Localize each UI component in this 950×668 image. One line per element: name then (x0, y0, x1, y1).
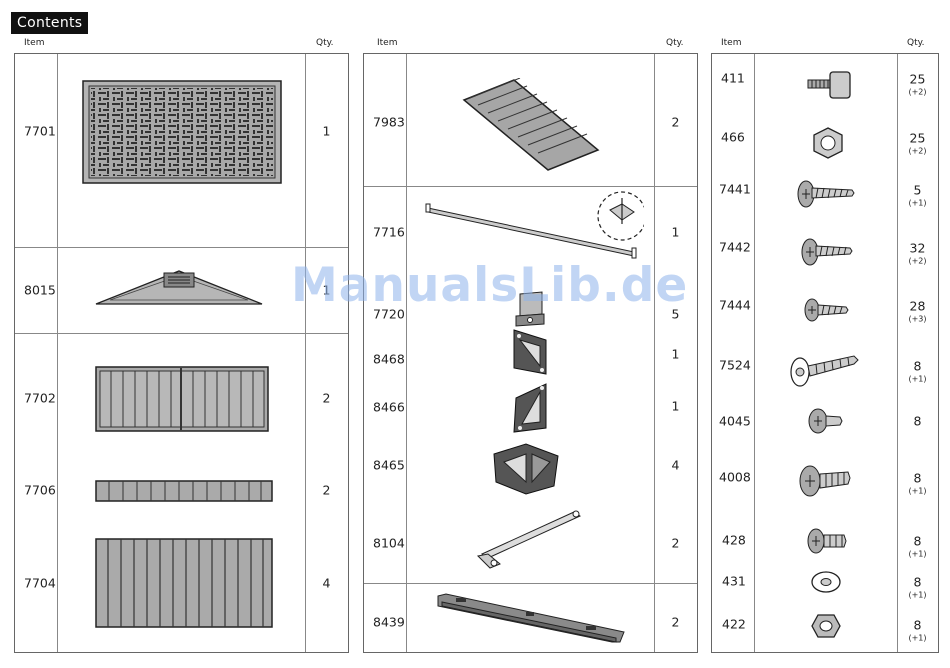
item-code: 7701 (24, 124, 56, 139)
item-code: 8466 (373, 400, 405, 415)
triangle-bracket-drawing (510, 328, 550, 378)
item-qty: 1 (305, 124, 348, 139)
support-arm-drawing (474, 508, 584, 572)
gable-drawing (94, 268, 264, 308)
square-nut-bolt-icon (804, 70, 854, 102)
parts-panel-3: 411 25(+2) 466 25(+2) 7441 5(+1) 7442 32… (711, 53, 939, 653)
item-qty: 1 (654, 225, 697, 240)
item-code: 8104 (373, 536, 405, 551)
bolt-icon (798, 462, 854, 498)
item-qty: 28(+3) (897, 299, 938, 324)
qty-header-3: Qty. (907, 38, 925, 48)
item-code: 466 (721, 130, 745, 145)
corner-connector-drawing (490, 442, 562, 496)
strip-panel-drawing (95, 480, 273, 502)
item-code: 7716 (373, 225, 405, 240)
item-code: 431 (722, 574, 746, 589)
washer-screw-icon (788, 352, 864, 388)
item-qty: 5(+1) (897, 183, 938, 208)
item-code: 4045 (719, 414, 751, 429)
item-qty: 4 (654, 458, 697, 473)
page-title: Contents (11, 12, 88, 34)
rail-drawing (424, 190, 644, 266)
item-qty: 8(+1) (897, 471, 938, 496)
item-qty: 8 (897, 414, 938, 429)
item-qty: 5 (654, 307, 697, 322)
item-qty: 1 (654, 399, 697, 414)
parts-panel-1: 7701 1 8015 1 7702 2 7706 2 7704 4 (14, 53, 349, 653)
item-code: 7704 (24, 576, 56, 591)
screw-icon (800, 236, 856, 266)
washer-icon (810, 570, 842, 594)
item-qty: 2 (305, 391, 348, 406)
item-qty: 1 (305, 283, 348, 298)
item-qty: 4 (305, 576, 348, 591)
item-code: 7442 (719, 240, 751, 255)
parts-panel-2: 7983 2 7716 1 7720 5 8468 1 8466 1 8465 … (363, 53, 698, 653)
item-qty: 8(+1) (897, 534, 938, 559)
item-code: 7524 (719, 358, 751, 373)
item-code: 422 (722, 617, 746, 632)
roof-panel-drawing (460, 78, 602, 172)
qty-header-1: Qty. (316, 38, 334, 48)
item-code: 8465 (373, 458, 405, 473)
item-code: 7702 (24, 391, 56, 406)
item-qty: 25(+2) (897, 72, 938, 97)
item-qty: 2 (654, 536, 697, 551)
item-qty: 25(+2) (897, 131, 938, 156)
item-qty: 2 (305, 483, 348, 498)
item-code: 4008 (719, 470, 751, 485)
item-code: 411 (721, 71, 745, 86)
item-code: 7441 (719, 182, 751, 197)
item-qty: 2 (654, 615, 697, 630)
flange-nut-icon (810, 126, 846, 160)
screw-icon (802, 296, 852, 324)
corner-bracket-drawing (514, 290, 548, 328)
profile-beam-drawing (436, 592, 626, 648)
item-qty: 8(+1) (897, 359, 938, 384)
hex-nut-icon (810, 612, 842, 640)
item-qty: 1 (654, 347, 697, 362)
triangle-bracket-drawing-2 (512, 382, 550, 434)
item-code: 8468 (373, 352, 405, 367)
screw-icon (796, 178, 856, 208)
item-header-3: Item (721, 38, 742, 48)
item-code: 8439 (373, 615, 405, 630)
item-code: 7720 (373, 307, 405, 322)
short-screw-icon (806, 406, 846, 436)
item-code: 7983 (373, 115, 405, 130)
wall-panel-large-drawing (95, 538, 273, 628)
item-code: 7706 (24, 483, 56, 498)
wall-panel-drawing (95, 366, 269, 432)
item-code: 7444 (719, 298, 751, 313)
item-header-1: Item (24, 38, 45, 48)
item-qty: 32(+2) (897, 241, 938, 266)
item-qty: 8(+1) (897, 575, 938, 600)
item-header-2: Item (377, 38, 398, 48)
machine-screw-icon (806, 526, 850, 556)
qty-header-2: Qty. (666, 38, 684, 48)
item-code: 8015 (24, 283, 56, 298)
item-qty: 8(+1) (897, 618, 938, 643)
item-code: 428 (722, 533, 746, 548)
item-qty: 2 (654, 115, 697, 130)
floor-panel-drawing (82, 80, 282, 184)
